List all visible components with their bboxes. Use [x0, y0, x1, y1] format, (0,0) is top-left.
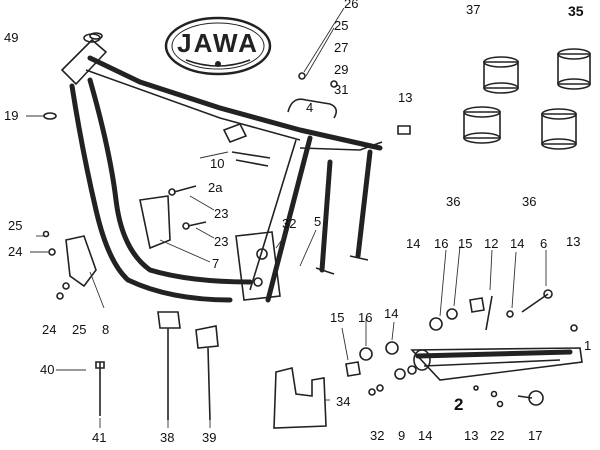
label-32: 32 — [282, 216, 296, 231]
label-19: 19 — [4, 108, 18, 123]
label-49: 49 — [4, 30, 18, 45]
label-10: 10 — [210, 156, 224, 171]
label-15: 15 — [458, 236, 472, 251]
label-13: 13 — [398, 90, 412, 105]
label-29: 29 — [334, 62, 348, 77]
swingarm — [410, 347, 583, 381]
label-13: 13 — [566, 234, 580, 249]
label-12: 12 — [484, 236, 498, 251]
label-34: 34 — [336, 394, 350, 409]
label-8: 8 — [102, 322, 109, 337]
label-24: 24 — [42, 322, 56, 337]
label-27: 27 — [334, 40, 348, 55]
label-14: 14 — [406, 236, 420, 251]
label-35: 35 — [568, 3, 584, 19]
main-frame — [60, 33, 383, 303]
part-labels: 49 19 25 24 24 25 8 40 41 38 39 10 2a 23… — [4, 0, 591, 445]
label-2a: 2a — [208, 180, 223, 195]
label-5: 5 — [314, 214, 321, 229]
jawa-logo: JAWA — [164, 16, 272, 76]
label-15: 15 — [330, 310, 344, 325]
label-23: 23 — [214, 206, 228, 221]
label-16: 16 — [434, 236, 448, 251]
label-40: 40 — [40, 362, 54, 377]
label-31: 31 — [334, 82, 348, 97]
label-32: 32 — [370, 428, 384, 443]
logo-text: JAWA — [177, 28, 259, 58]
label-23: 23 — [214, 234, 228, 249]
label-2: 2 — [454, 395, 463, 414]
label-24: 24 — [8, 244, 22, 259]
label-14: 14 — [418, 428, 432, 443]
label-36: 36 — [446, 194, 460, 209]
label-37: 37 — [466, 2, 480, 17]
label-41: 41 — [92, 430, 106, 445]
leader-lines — [26, 7, 547, 428]
label-26: 26 — [344, 0, 358, 11]
bushings — [463, 48, 591, 150]
label-25: 25 — [8, 218, 22, 233]
label-1: 1 — [584, 338, 591, 353]
label-17: 17 — [528, 428, 542, 443]
label-36: 36 — [522, 194, 536, 209]
label-25: 25 — [72, 322, 86, 337]
label-25: 25 — [334, 18, 348, 33]
label-4: 4 — [306, 100, 313, 115]
label-9: 9 — [398, 428, 405, 443]
label-6: 6 — [540, 236, 547, 251]
hardware-parts — [42, 32, 578, 429]
label-22: 22 — [490, 428, 504, 443]
label-38: 38 — [160, 430, 174, 445]
label-39: 39 — [202, 430, 216, 445]
label-14: 14 — [510, 236, 524, 251]
label-13: 13 — [464, 428, 478, 443]
label-16: 16 — [358, 310, 372, 325]
label-7: 7 — [212, 256, 219, 271]
label-14: 14 — [384, 306, 398, 321]
